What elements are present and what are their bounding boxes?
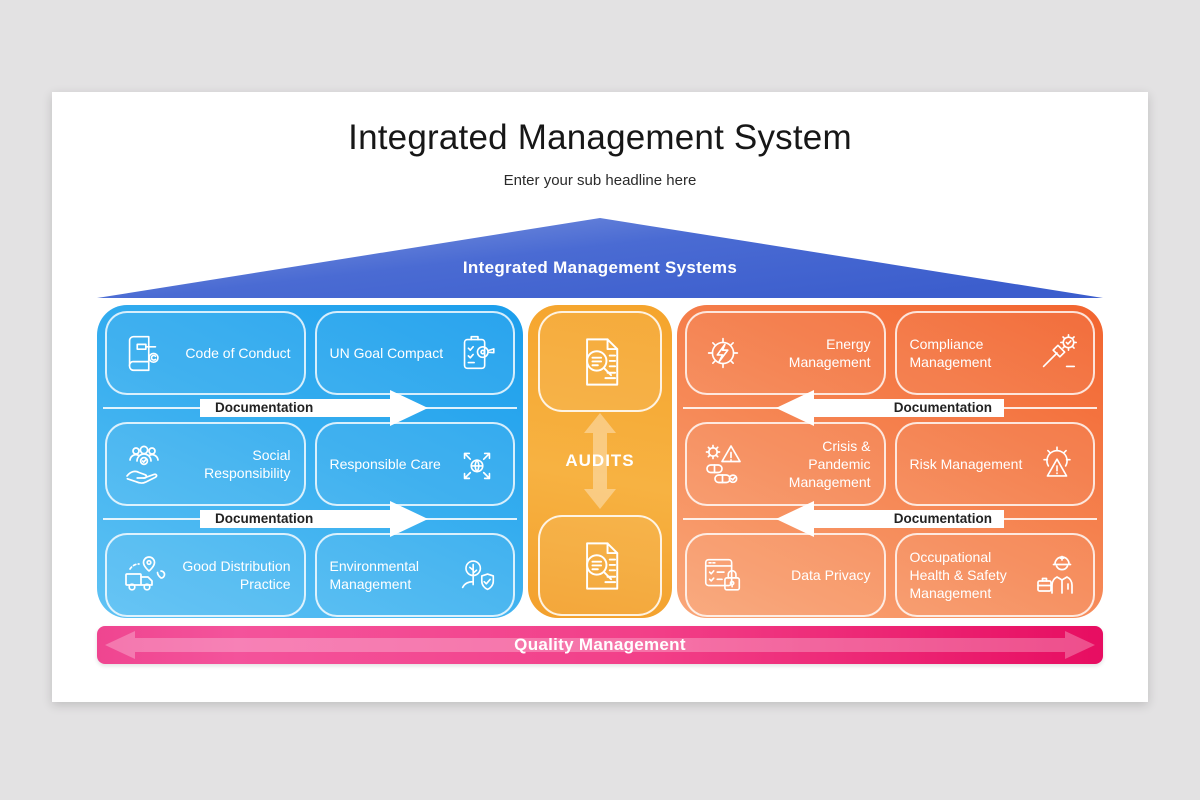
cell-label: Environmental Management: [329, 557, 420, 592]
cell-label: Data Privacy: [791, 566, 871, 583]
cell-occupational-health-safety: Occupational Health & Safety Management: [894, 533, 1095, 617]
cell-un-goal-compact: UN Goal Compact: [314, 311, 515, 395]
book-gavel-icon: [128, 335, 159, 372]
roof-label: Integrated Management Systems: [462, 258, 738, 277]
cell-label: Risk Management: [909, 455, 1023, 472]
documentation-arrow-left: Documentation: [776, 500, 1004, 538]
doc-magnifier-icon: [586, 337, 619, 386]
right-panel: Energy Management Compliance Management: [677, 305, 1103, 618]
cell-label: Code of Conduct: [185, 344, 291, 361]
documentation-label: Documentation: [215, 400, 314, 415]
documentation-label: Documentation: [215, 511, 314, 526]
audit-cell-bottom: [538, 515, 662, 616]
hand-people-icon: [126, 445, 159, 484]
cell-label: Crisis & Pandemic Management: [788, 437, 871, 491]
cell-energy-management: Energy Management: [685, 311, 886, 395]
cell-environmental-management: Environmental Management: [314, 533, 515, 617]
browser-lock-icon: [704, 558, 741, 591]
left-panel: Code of Conduct UN Goal Compact: [97, 305, 523, 618]
page-subtitle: Enter your sub headline here: [503, 172, 697, 189]
quality-management-banner: Quality Management: [97, 626, 1103, 664]
page-title: Integrated Management System: [348, 118, 852, 157]
clipboard-target-icon: [463, 335, 495, 370]
gears-warning-icon: [705, 444, 741, 484]
worker-toolbox-icon: [1037, 555, 1073, 594]
cell-label: Energy Management: [788, 335, 871, 370]
cell-good-distribution-practice: Good Distribution Practice: [105, 533, 306, 617]
cell-label: Compliance Management: [909, 335, 992, 370]
audit-cell-top: [538, 311, 662, 412]
doc-magnifier-icon: [586, 541, 619, 590]
truck-pins-icon: [125, 556, 166, 591]
vertical-double-arrow: [584, 413, 616, 509]
cell-label: UN Goal Compact: [329, 344, 444, 361]
tree-shield-icon: [461, 560, 495, 591]
gear-warning-icon: [1043, 446, 1071, 477]
horizontal-double-arrow: [105, 631, 1095, 659]
cell-social-responsibility: Social Responsibility: [105, 422, 306, 506]
cell-label: Social Responsibility: [204, 446, 291, 481]
cell-crisis-pandemic-management: Crisis & Pandemic Management: [685, 422, 886, 506]
slide: Integrated Management System Enter your …: [52, 92, 1148, 702]
gear-arrows-icon: [463, 452, 491, 480]
audits-label: AUDITS: [565, 451, 635, 470]
documentation-label: Documentation: [893, 511, 992, 526]
documentation-label: Documentation: [893, 400, 992, 415]
documentation-arrow-right: Documentation: [200, 500, 428, 538]
cell-code-of-conduct: Code of Conduct: [105, 311, 306, 395]
cell-compliance-management: Compliance Management: [894, 311, 1095, 395]
documentation-arrow-right: Documentation: [200, 389, 428, 427]
gear-bolt-icon: [707, 337, 739, 369]
documentation-arrow-left: Documentation: [776, 389, 1004, 427]
cell-responsible-care: Responsible Care: [314, 422, 515, 506]
cell-label: Occupational Health & Safety Management: [909, 548, 1007, 602]
cell-data-privacy: Data Privacy: [685, 533, 886, 617]
gavel-gear-icon: [1042, 333, 1077, 368]
roof-triangle: [97, 218, 1103, 298]
cell-label: Good Distribution Practice: [182, 557, 291, 592]
audits-panel: AUDITS: [528, 305, 672, 618]
cell-label: Responsible Care: [329, 455, 441, 472]
cell-risk-management: Risk Management: [894, 422, 1095, 506]
banner-label: Quality Management: [514, 635, 686, 654]
